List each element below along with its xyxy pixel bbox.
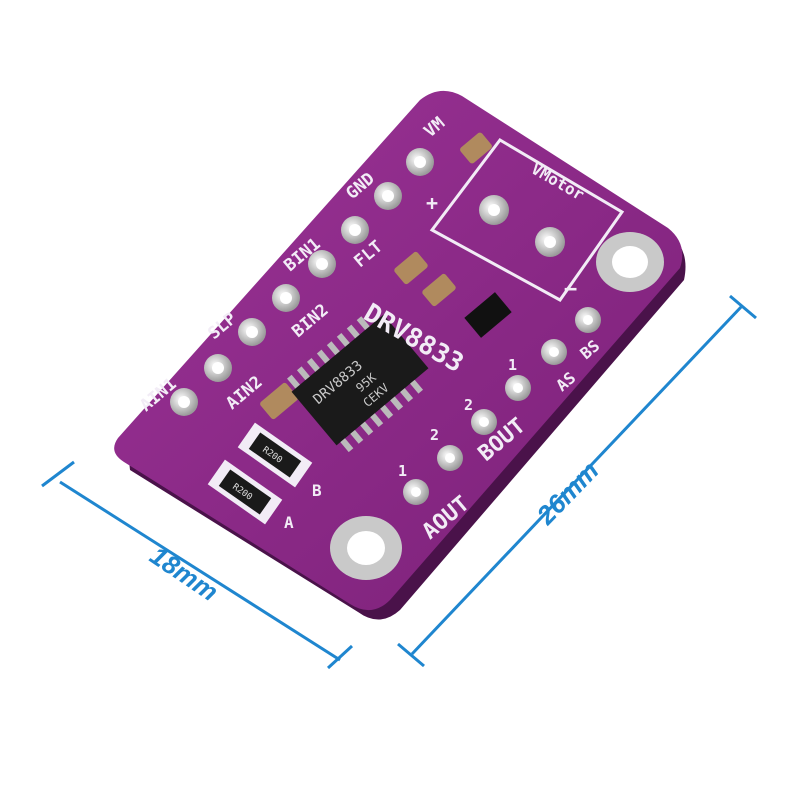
label-pin2-b: 2 xyxy=(464,396,473,414)
dimension-height xyxy=(397,294,757,668)
label-b: B xyxy=(312,481,322,500)
label-pin1-b: 1 xyxy=(508,356,517,374)
label-minus: − xyxy=(564,277,577,302)
label-pin2-a: 2 xyxy=(430,426,439,444)
dimension-height-label: 26mm xyxy=(530,455,604,531)
dimension-width-label: 18mm xyxy=(145,540,224,607)
capacitors xyxy=(260,132,492,420)
vmotor-pads xyxy=(479,195,565,257)
dimension-width xyxy=(41,460,354,670)
driver-ic: DRV8833 95K CEKV xyxy=(287,314,429,453)
header-pads-left xyxy=(170,148,434,416)
label-a: A xyxy=(284,513,294,532)
label-pin1-a: 1 xyxy=(398,462,407,480)
output-pads xyxy=(403,307,601,505)
vmotor-outline xyxy=(429,138,625,302)
label-plus: + xyxy=(426,191,438,215)
mounting-hole-bottom xyxy=(330,516,402,580)
transistor xyxy=(464,292,512,338)
resistors: R200 R200 xyxy=(207,422,313,525)
mounting-hole-top-right xyxy=(596,232,664,292)
